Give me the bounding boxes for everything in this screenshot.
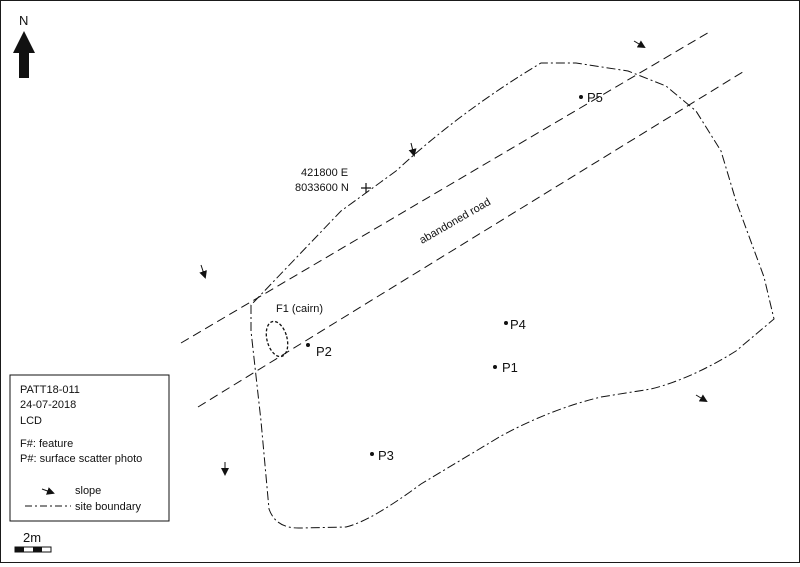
- point-marker: [306, 343, 310, 347]
- point-marker: [504, 321, 508, 325]
- scale-bar-fill: [33, 547, 42, 552]
- slope-label: slope: [75, 485, 101, 497]
- coordinate-marker: 421800 E 8033600 N: [295, 167, 371, 194]
- abandoned-road: abandoned road: [180, 30, 747, 408]
- scale-bar-fill: [15, 547, 24, 552]
- site-code: PATT18-011: [20, 384, 80, 396]
- plus-icon: [361, 183, 371, 193]
- road-edge-north: [180, 30, 712, 344]
- slope-arrow-icon: [41, 487, 55, 495]
- photo-point-p4: P4: [504, 317, 526, 332]
- boundary-label: site boundary: [75, 501, 142, 513]
- point-label: P3: [378, 448, 394, 463]
- point-label: P1: [502, 360, 518, 375]
- north-label: N: [19, 13, 28, 28]
- slope-arrow-icon: [695, 394, 708, 403]
- photo-key: P#: surface scatter photo: [20, 453, 142, 465]
- point-label: P4: [510, 317, 526, 332]
- survey-date: 24-07-2018: [20, 399, 76, 411]
- easting-label: 421800 E: [301, 167, 348, 179]
- legend: PATT18-011 24-07-2018 LCD F#: feature P#…: [9, 374, 170, 522]
- slope-arrow-icon: [633, 40, 646, 49]
- site-boundary: [250, 62, 775, 529]
- photo-point-p3: P3: [370, 448, 394, 463]
- point-marker: [579, 95, 583, 99]
- slope-arrow-icon: [199, 264, 207, 279]
- slope-arrow-icon: [408, 142, 417, 157]
- point-marker: [493, 365, 497, 369]
- recorder: LCD: [20, 415, 42, 427]
- north-arrow: N: [13, 13, 35, 78]
- photo-point-p1: P1: [493, 360, 518, 375]
- scale-label: 2m: [23, 530, 41, 545]
- feature-label: F1 (cairn): [276, 303, 323, 315]
- scale-bar: 2m: [14, 530, 52, 553]
- legend-frame: [9, 374, 170, 522]
- feature-f1: F1 (cairn): [265, 303, 323, 358]
- point-label: P2: [316, 344, 332, 359]
- photo-point-p2: P2: [306, 343, 332, 359]
- feature-key: F#: feature: [20, 438, 73, 450]
- northing-label: 8033600 N: [295, 182, 349, 194]
- road-edge-south: [197, 69, 747, 408]
- photo-point-p5: P5: [579, 90, 603, 105]
- photo-points: P1 P2 P3 P4 P5: [306, 90, 603, 463]
- road-label: abandoned road: [418, 196, 493, 246]
- point-label: P5: [587, 90, 603, 105]
- point-marker: [370, 452, 374, 456]
- north-arrow-icon: [13, 31, 35, 78]
- cairn-outline: [265, 320, 289, 358]
- slope-arrows: [199, 40, 708, 476]
